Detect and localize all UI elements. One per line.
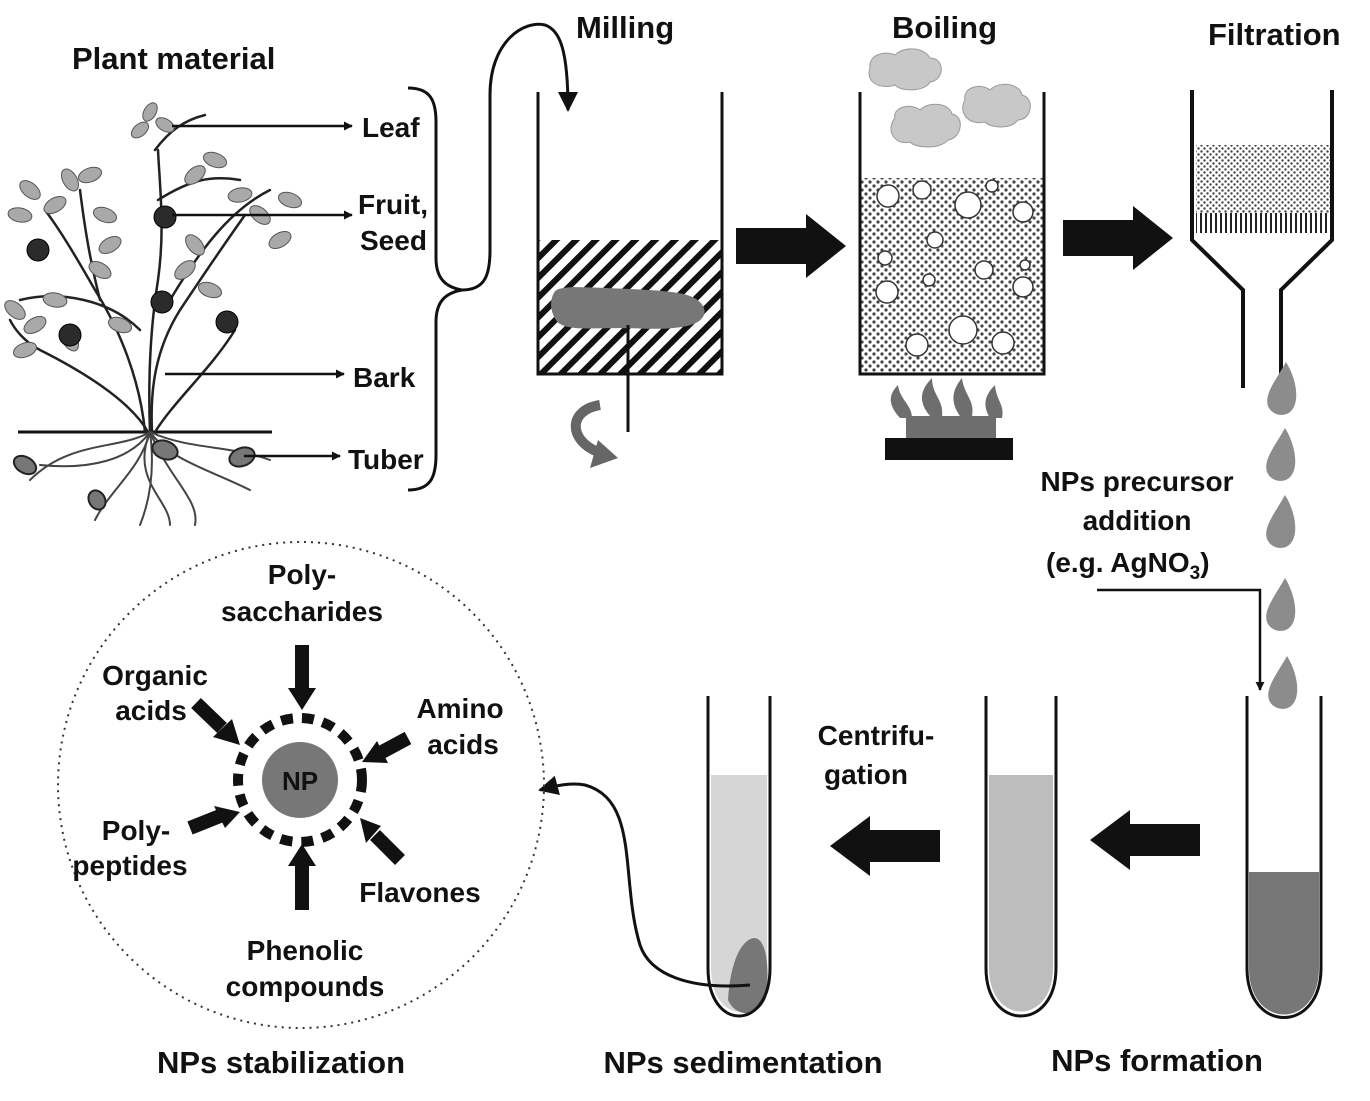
precursor-label-3-sub: 3 [1190,563,1201,584]
plant-material-title: Plant material [72,41,275,76]
np-sedimentation-title: NPs sedimentation [603,1045,882,1080]
organic-acids-label-2: acids [115,695,187,726]
centrifugation-label-1: Centrifu- [818,720,935,751]
filtration-funnel [1190,90,1334,709]
precursor-label-2: addition [1083,505,1192,536]
phenolic-label-2: compounds [226,971,385,1002]
process-arrows [736,206,1200,876]
polypeptides-label-2: peptides [72,850,187,881]
amino-acids-label-2: acids [427,729,499,760]
leaf-label: Leaf [362,112,420,143]
fruit-label: Fruit, [358,189,428,220]
np-core-label: NP [282,766,318,796]
precursor-label-3-prefix: (e.g. AgNO [1046,547,1190,578]
plant-illustration [4,102,303,526]
centrifugation-tube [984,696,1058,1018]
polysaccharides-label-2: saccharides [221,596,383,627]
np-formation-title: NPs formation [1051,1043,1263,1078]
precursor-label-1: NPs precursor [1041,466,1234,497]
formation-tube [1245,696,1323,1019]
milling-vessel [536,92,724,468]
boiling-title: Boiling [892,10,997,45]
precursor-arrow [1097,588,1265,691]
plant-part-arrows [165,121,353,461]
centrifugation-label-2: gation [824,759,908,790]
stabilization-arrowheads [213,688,388,866]
boiling-vessel [858,48,1046,460]
milling-title: Milling [576,10,674,45]
polypeptides-label-1: Poly- [102,815,170,846]
np-stabilization-title: NPs stabilization [157,1045,405,1080]
stabilization-arrows [187,645,412,910]
phenolic-label-1: Phenolic [247,935,364,966]
bark-label: Bark [353,362,416,393]
sediment-to-stabilization-arrow [538,775,751,988]
polysaccharides-label-1: Poly- [268,559,336,590]
organic-acids-label-1: Organic [102,660,208,691]
sedimentation-tube [706,696,772,1018]
precursor-label-3-suffix: ) [1200,547,1209,578]
amino-acids-label-1: Amino [416,693,503,724]
seed-label: Seed [360,225,427,256]
tuber-label: Tuber [348,444,424,475]
filtration-title: Filtration [1208,17,1341,52]
plant-brace [407,22,578,492]
precursor-label-3: (e.g. AgNO3) [1046,547,1210,584]
flavones-label: Flavones [359,877,480,908]
stabilization-panel [57,541,545,1029]
